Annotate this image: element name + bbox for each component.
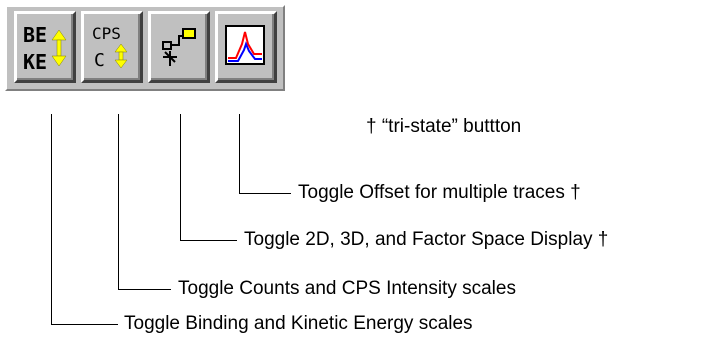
up-down-arrow-icon — [51, 29, 67, 67]
counts-label: Toggle Counts and CPS Intensity scales — [178, 278, 516, 299]
callout-line-binding-h — [51, 324, 118, 325]
factor-space-icon — [162, 28, 196, 66]
be-ke-icon: BE KE — [23, 23, 67, 74]
offset-label: Toggle Offset for multiple traces † — [298, 182, 581, 203]
ke-label: KE — [23, 50, 47, 74]
callout-line-display-h — [180, 240, 237, 241]
cps-c-icon: CPS C — [92, 24, 128, 71]
cps-c-toggle-button[interactable]: CPS C — [81, 11, 143, 83]
callout-line-display — [180, 114, 181, 240]
up-down-arrow-icon — [114, 43, 128, 69]
display-label: Toggle 2D, 3D, and Factor Space Display … — [244, 229, 609, 250]
be-ke-toggle-button[interactable]: BE KE — [14, 11, 76, 83]
callout-line-counts-h — [118, 289, 171, 290]
display-mode-toggle-button[interactable] — [148, 11, 210, 83]
be-label: BE — [23, 23, 47, 47]
binding-label: Toggle Binding and Kinetic Energy scales — [124, 313, 473, 334]
callout-line-counts — [118, 114, 119, 289]
tristate-note: † “tri-state” buttton — [366, 116, 522, 137]
toolbar: BE KE CPS C — [5, 5, 285, 91]
callout-line-binding — [51, 114, 52, 324]
spectrum-peak-icon — [225, 25, 265, 65]
callout-line-offset — [239, 114, 240, 193]
cps-label: CPS — [92, 24, 121, 43]
callout-line-offset-h — [239, 193, 291, 194]
offset-traces-toggle-button[interactable] — [215, 11, 277, 83]
c-label: C — [94, 50, 105, 71]
